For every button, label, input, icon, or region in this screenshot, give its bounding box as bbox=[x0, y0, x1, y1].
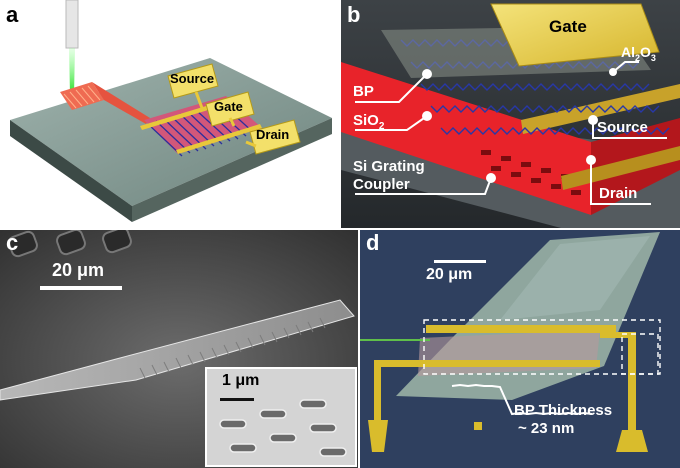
panel-d-scale-label: 20 μm bbox=[426, 266, 473, 283]
gate-electrode bbox=[490, 3, 660, 67]
device-schematic-3d bbox=[10, 0, 332, 222]
grating-coupler bbox=[60, 82, 104, 110]
inset-scale-bar bbox=[220, 398, 254, 401]
panel-b-source-label: Source bbox=[597, 119, 648, 136]
panel-b-grating-label-2: Coupler bbox=[353, 176, 410, 193]
panel-c-scale-label: 20 μm bbox=[52, 260, 105, 280]
si-grating bbox=[341, 62, 591, 215]
source-pad bbox=[167, 63, 219, 99]
bp-thickness-profile bbox=[451, 383, 593, 416]
optical-scale-bar bbox=[434, 260, 486, 263]
panel-b-letter: b bbox=[347, 2, 361, 27]
panel-b: b Gate Al2O3 BP SiO2 Source Si Grating C… bbox=[341, 0, 680, 228]
panel-a-drain-label: Drain bbox=[256, 127, 290, 142]
panel-d-thickness-label-2: ~ 23 nm bbox=[518, 420, 575, 437]
dashed-box-small bbox=[621, 333, 659, 375]
panel-d-letter: d bbox=[366, 230, 380, 255]
panel-b-grating-label-1: Si Grating bbox=[353, 158, 425, 175]
laser-beam bbox=[69, 48, 75, 95]
panel-c-letter: c bbox=[6, 230, 19, 255]
optical-image bbox=[360, 230, 680, 468]
dashed-box-main bbox=[423, 319, 661, 375]
sem-waveguide bbox=[0, 299, 355, 401]
optical-fiber bbox=[65, 0, 79, 49]
panel-b-al2o3-label: Al2O3 bbox=[621, 44, 656, 63]
panel-b-bp-label: BP bbox=[353, 83, 374, 100]
waveguide-taper bbox=[92, 82, 150, 124]
gate-pad bbox=[205, 91, 255, 127]
panel-a-source-label: Source bbox=[170, 71, 215, 86]
panel-d: d 20 μm BP Thickness ~ 23 nm bbox=[360, 230, 680, 468]
sem-scale-bar bbox=[40, 286, 122, 290]
panel-a-letter: a bbox=[6, 2, 19, 27]
panel-b-drain-label: Drain bbox=[599, 185, 638, 202]
panel-b-sio2-label: SiO2 bbox=[353, 112, 385, 132]
gold-electrodes bbox=[368, 325, 648, 452]
chip-side-left bbox=[10, 120, 132, 222]
sem-image bbox=[0, 230, 358, 468]
panel-b-gate-label: Gate bbox=[549, 17, 587, 36]
panel-a-gate-label: Gate bbox=[214, 99, 243, 114]
panel-c: c 20 μm 1 μm bbox=[0, 230, 358, 468]
source-electrode bbox=[521, 84, 680, 134]
panel-d-thickness-label-1: BP Thickness bbox=[514, 402, 613, 419]
panel-c-inset-scale-label: 1 μm bbox=[222, 372, 260, 389]
panel-a: a Source Gate Drain bbox=[0, 0, 340, 228]
device-cross-section-3d bbox=[341, 0, 680, 228]
